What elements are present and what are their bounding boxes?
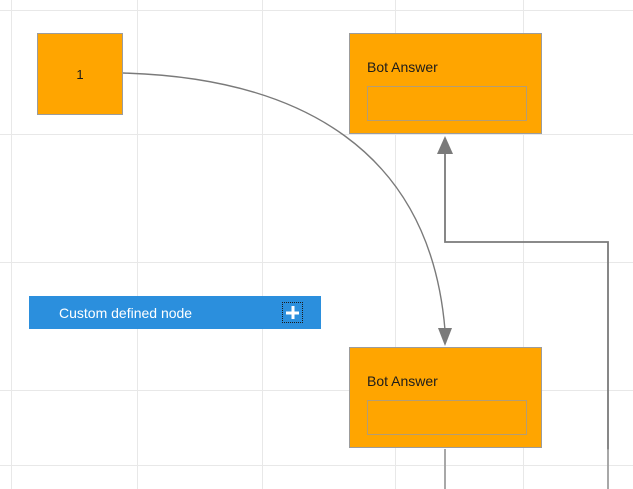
node-bot-answer-top-field[interactable] (367, 86, 527, 121)
node-bot-answer-bottom[interactable]: Bot Answer (349, 347, 542, 448)
custom-defined-node-bar[interactable]: Custom defined node (29, 296, 321, 329)
grid-line-horizontal (0, 10, 633, 11)
grid-line-vertical (262, 0, 263, 489)
grid-line-horizontal (0, 465, 633, 466)
grid-line-horizontal (0, 262, 633, 263)
node-bot-answer-top-title: Bot Answer (367, 59, 438, 75)
node-bot-answer-top[interactable]: Bot Answer (349, 33, 542, 134)
grid-line-vertical (11, 0, 12, 489)
grid-line-vertical (137, 0, 138, 489)
node-bot-answer-bottom-field[interactable] (367, 400, 527, 435)
custom-defined-node-label: Custom defined node (59, 304, 193, 321)
node-1[interactable]: 1 (37, 33, 123, 115)
grid-line-horizontal (0, 134, 633, 135)
plus-icon[interactable] (282, 302, 303, 323)
node-1-label: 1 (76, 66, 84, 82)
node-bot-answer-bottom-title: Bot Answer (367, 373, 438, 389)
